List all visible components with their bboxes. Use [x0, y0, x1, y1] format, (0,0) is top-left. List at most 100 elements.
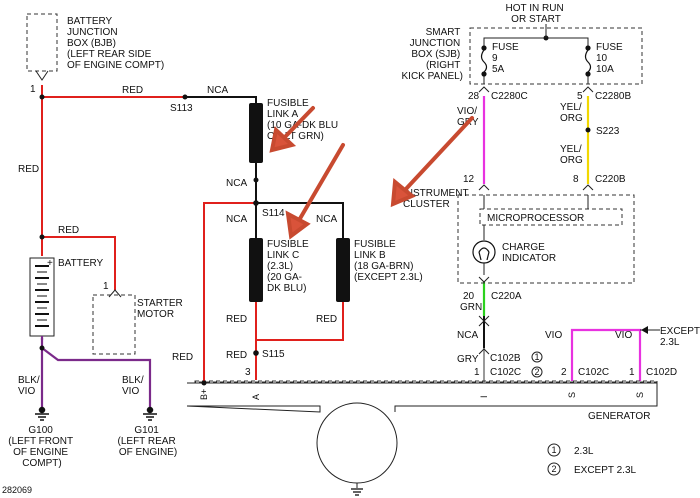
svg-text:1: 1: [534, 352, 539, 362]
label-grn: GRN: [460, 302, 482, 313]
fuse-10-label: FUSE 10 10A: [596, 42, 625, 75]
fusible-link-a-label: FUSIBLE LINK A (10 GA-DK BLU OR LT GRN): [267, 98, 341, 142]
bjb-connector: [35, 70, 49, 81]
sjb-box: [469, 27, 643, 85]
charge-indicator-bulb-icon: [472, 240, 496, 264]
pin-28-label: 28: [468, 91, 480, 102]
g101-label: G101 (LEFT REAR OF ENGINE): [118, 425, 179, 458]
microprocessor-label: MICROPROCESSOR: [487, 213, 584, 224]
legend-item-1: 1 2.3L: [547, 443, 594, 457]
svg-text:1: 1: [551, 445, 556, 455]
fusible-link-b-label: FUSIBLE LINK B (18 GA-BRN) (EXCEPT 2.3L): [354, 239, 423, 283]
svg-text:EXCEPT 2.3L: EXCEPT 2.3L: [574, 465, 637, 476]
wire-red-bjb-s113: [41, 85, 185, 98]
splice-linka-top-dot: [253, 177, 259, 183]
connector-c2280c-label: C2280C: [491, 91, 528, 102]
annotation-arrow-3: [390, 116, 474, 208]
pin-20-label: 20: [463, 291, 475, 302]
generator-label: GENERATOR: [588, 411, 650, 422]
instrument-cluster-label: INSTRUMENT CLUSTER: [403, 188, 471, 210]
connector-c2280c-icon: [478, 86, 490, 93]
charge-indicator-label: CHARGE INDICATOR: [502, 242, 556, 264]
connector-c102c-label-s: C102C: [578, 367, 609, 378]
label-yel-org-upper: YEL/ ORG: [560, 102, 584, 124]
generator-harness-line: [194, 380, 658, 383]
starter-label: STARTER MOTOR: [137, 298, 186, 320]
label-red-starter: RED: [58, 225, 79, 236]
svg-text:2.3L: 2.3L: [574, 446, 594, 457]
generator-term-s2: S: [635, 392, 645, 398]
label-red-linkb: RED: [316, 314, 337, 325]
fuse-9-icon: [480, 45, 488, 77]
pin-8-label: 8: [573, 174, 579, 185]
bjb-label: BATTERY JUNCTION BOX (BJB) (LEFT REAR SI…: [67, 16, 164, 71]
generator-term-a: A: [251, 394, 261, 400]
label-gry: GRY: [457, 354, 479, 365]
label-nca-linka: NCA: [226, 178, 247, 189]
label-blkvio-g101: BLK/ VIO: [122, 375, 146, 397]
connector-c220b-pin8-icon: [582, 184, 594, 191]
label-nca-c102: NCA: [457, 330, 478, 341]
battery-label: BATTERY: [58, 258, 104, 269]
starter-connector: [108, 289, 122, 298]
label-nca-linkb: NCA: [316, 214, 337, 225]
fuse-10-icon: [584, 45, 592, 77]
wire-red-battery-starter: [42, 236, 116, 290]
sjb-bus: [483, 37, 589, 46]
hot-in-run-label: HOT IN RUN OR START: [506, 3, 567, 25]
svg-text:2: 2: [534, 367, 539, 377]
annotation-arrow-1: [269, 106, 315, 153]
label-vio-left: VIO: [545, 330, 562, 341]
connector-c102d-label: C102D: [646, 367, 677, 378]
generator-term-i: I: [479, 395, 489, 398]
figure-id: 282069: [2, 485, 32, 495]
label-yel-org-lower: YEL/ ORG: [560, 144, 584, 166]
splice-starter-dot: [39, 234, 45, 240]
splice-ground-dot: [39, 345, 45, 351]
instrument-cluster-box: [457, 194, 635, 284]
label-s113: S113: [170, 103, 193, 114]
label-red-linkc: RED: [226, 314, 247, 325]
g100-label: G100 (LEFT FRONT OF ENGINE COMPT): [8, 425, 75, 469]
connector-c2280b-icon: [582, 86, 594, 93]
connector-c220b-pin12-icon: [478, 184, 490, 191]
starter-pin-1: 1: [103, 281, 109, 292]
pin-2-c102c: 2: [561, 367, 567, 378]
battery-plus-sign: +: [47, 258, 53, 269]
label-red-left: RED: [18, 164, 39, 175]
generator-rotor-icon: [316, 402, 398, 484]
generator-bplus-terminal: [201, 380, 207, 386]
option-mark-1-icon: 1: [531, 351, 543, 363]
splice-s114-dot: [253, 200, 259, 206]
bjb-box: [26, 13, 58, 72]
connector-c220b-label: C220B: [595, 174, 626, 185]
generator-body: [186, 382, 658, 413]
label-red-bjb: RED: [122, 85, 143, 96]
svg-text:2: 2: [551, 464, 556, 474]
generator-term-bplus: B+: [199, 389, 209, 400]
except-23l-label: EXCEPT 2.3L: [660, 326, 700, 348]
label-s115: S115: [262, 349, 285, 360]
pin-5-label: 5: [577, 91, 583, 102]
legend-item-2: 2 EXCEPT 2.3L: [547, 462, 637, 476]
fusible-link-c: [249, 238, 263, 302]
connector-c102c-label-i: C102C: [490, 367, 521, 378]
label-vio-right: VIO: [615, 330, 632, 341]
generator-term-s1: S: [567, 392, 577, 398]
sjb-label: SMART JUNCTION BOX (SJB) (RIGHT KICK PAN…: [402, 27, 464, 82]
pin-12-label: 12: [463, 174, 475, 185]
label-pin-3: 3: [245, 367, 251, 378]
label-nca-top: NCA: [207, 85, 228, 96]
bjb-pin-1: 1: [30, 84, 36, 95]
microprocessor-box: [479, 208, 623, 226]
pin-1-c102c: 1: [474, 367, 480, 378]
fuse-9-label: FUSE 9 5A: [492, 42, 521, 75]
annotation-arrow-2: [285, 143, 345, 240]
label-blkvio-g100: BLK/ VIO: [18, 375, 42, 397]
ground-g100-icon: [35, 406, 49, 421]
wire-s114-gen-bplus: [203, 202, 256, 382]
wire-vio-gen-s: [570, 328, 642, 381]
connector-c220a-icon: [478, 276, 490, 283]
label-s114: S114: [262, 208, 285, 219]
